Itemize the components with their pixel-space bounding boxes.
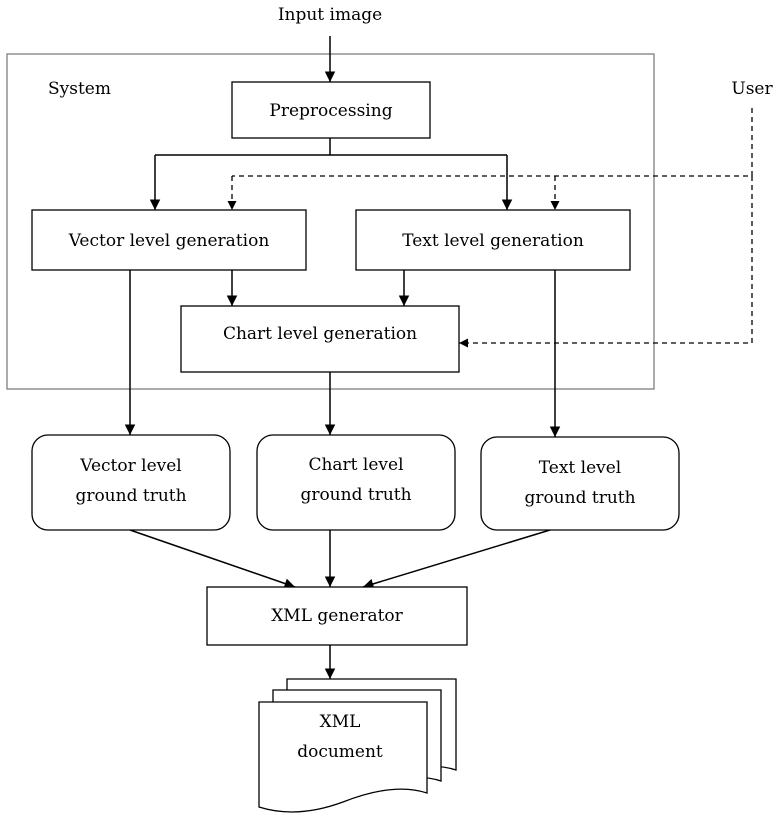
user-label: User (731, 79, 773, 99)
text-ground-truth-node: Text level ground truth (480, 436, 680, 531)
vector-ground-truth-line2: ground truth (75, 486, 186, 506)
vector-ground-truth-line1: Vector level (79, 456, 182, 476)
preprocessing-node: Preprocessing (231, 81, 431, 139)
text-generation-label: Text level generation (402, 231, 584, 251)
vector-generation-label: Vector level generation (68, 231, 270, 251)
chart-ground-truth-line2: ground truth (300, 485, 411, 505)
vector-ground-truth-node: Vector level ground truth (31, 434, 231, 531)
chart-ground-truth-node: Chart level ground truth (256, 434, 456, 531)
vector-generation-node: Vector level generation (31, 209, 307, 271)
input-image-label: Input image (278, 5, 382, 25)
xml-document-node: XML document (258, 678, 457, 813)
text-ground-truth-line1: Text level (539, 458, 622, 478)
xml-document-line2: document (297, 742, 383, 762)
flow-edges (124, 36, 561, 679)
edge-vector-gt-to-xml (129, 529, 296, 589)
xml-document-page-front (258, 701, 428, 813)
chart-generation-node: Chart level generation (180, 305, 460, 373)
xml-generator-node: XML generator (206, 586, 468, 646)
chart-generation-label: Chart level generation (223, 324, 417, 344)
xml-generator-label: XML generator (271, 606, 403, 626)
user-edges (227, 108, 753, 348)
preprocessing-label: Preprocessing (269, 101, 392, 121)
edge-user-to-chart (459, 176, 753, 348)
text-ground-truth-line2: ground truth (524, 488, 635, 508)
chart-ground-truth-line1: Chart level (308, 455, 403, 475)
text-generation-node: Text level generation (355, 209, 631, 271)
edge-text-gt-to-xml (362, 529, 551, 589)
system-label: System (48, 79, 111, 99)
xml-document-line1: XML (320, 712, 361, 732)
